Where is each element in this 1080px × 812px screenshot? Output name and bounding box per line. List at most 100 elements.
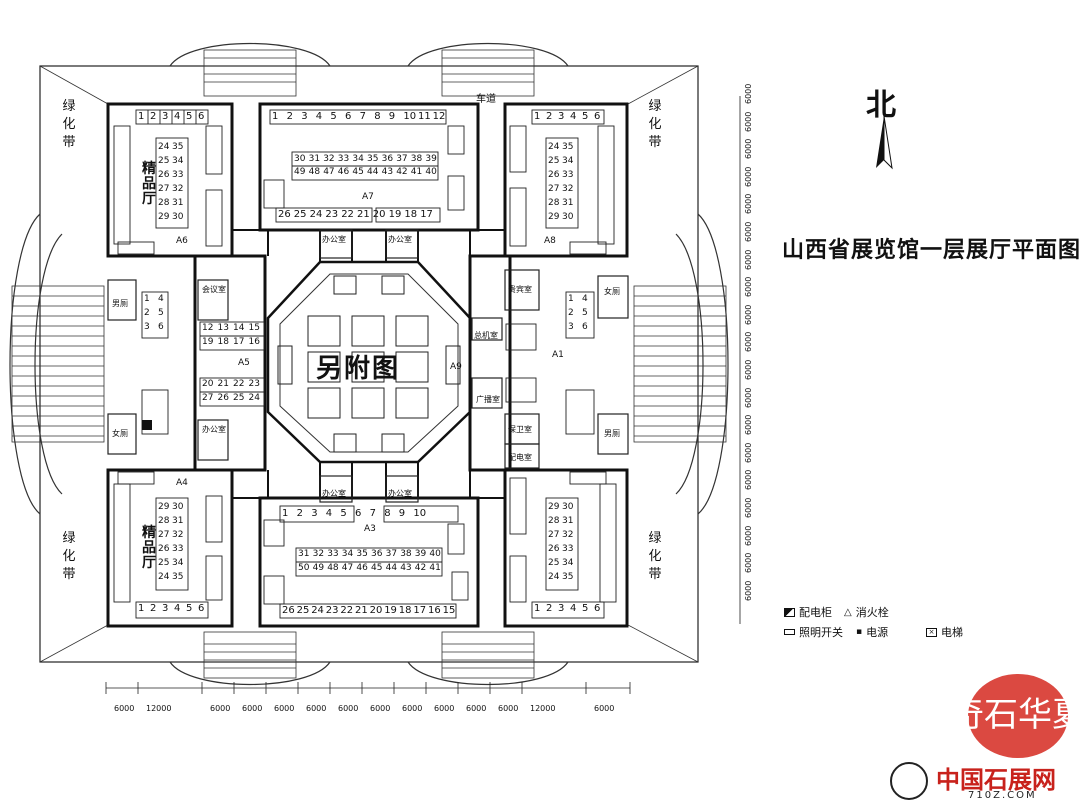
booth-number: 8	[384, 508, 391, 519]
booth-number: 43	[381, 167, 394, 177]
booth-number: 34	[562, 558, 574, 568]
booth-number: 28	[548, 516, 560, 526]
booth-number: 33	[562, 544, 574, 554]
booth-number: 3	[558, 603, 565, 614]
booth-number: 2	[150, 603, 157, 614]
booth-number: 10	[413, 508, 427, 519]
booth-number: 5	[186, 603, 193, 614]
booth-number: 31	[172, 516, 184, 526]
booth-number: 2	[546, 603, 553, 614]
booth-number: 26	[282, 605, 295, 616]
booth-number: 16	[428, 605, 441, 616]
booth-number: 2	[144, 308, 150, 318]
booth-number: 32	[323, 154, 335, 164]
booth-number: 35	[562, 572, 574, 582]
booth-number: 14	[233, 323, 245, 333]
booth-number: 4	[158, 294, 164, 304]
boutique-hall-a4: 精品厅	[142, 525, 156, 571]
booth-number: 27	[548, 184, 560, 194]
dimension-label: 6000	[338, 704, 359, 713]
booth-number: 21	[357, 209, 370, 220]
hall-a3	[258, 496, 480, 628]
dimension-label: 6000	[114, 704, 135, 713]
hall-label-a4: A4	[176, 478, 188, 488]
booth-number: 30	[562, 502, 574, 512]
dimension-label: 6000	[210, 704, 231, 713]
elevator-icon: ×	[926, 627, 937, 637]
legend-switch: 照明开关	[784, 624, 843, 640]
booth-number: 1	[534, 603, 541, 614]
dimension-label: 6000	[744, 525, 753, 546]
booth-number: 12	[432, 111, 446, 122]
booth-number: 8	[374, 111, 381, 122]
male-wc-e: 男厕	[604, 429, 620, 438]
booth-number: 34	[341, 549, 354, 559]
booth-number: 21	[355, 605, 368, 616]
booth-number: 4	[315, 111, 323, 122]
booth-number: 50	[298, 563, 310, 573]
booth-number: 48	[327, 563, 339, 573]
booth-number: 19	[202, 337, 214, 347]
booth-number: 35	[367, 154, 379, 164]
hall-a1	[503, 468, 629, 628]
booth-number: 4	[174, 111, 181, 122]
booth-number: 34	[562, 156, 574, 166]
hall-a7	[258, 102, 480, 232]
booth-number: 6	[582, 322, 588, 332]
booth-number: 22	[233, 379, 245, 389]
dimension-label: 6000	[744, 332, 753, 353]
booth-number: 6	[198, 111, 205, 122]
booth-number: 29	[548, 502, 560, 512]
north-label: 北	[866, 88, 896, 123]
watermark-url: 710Z.COM	[968, 790, 1037, 801]
hall-label-a3: A3	[364, 524, 376, 534]
booth-number: 1	[534, 111, 541, 122]
fire-hydrant-icon: △	[844, 606, 852, 618]
booth-number: 5	[330, 111, 337, 122]
booth-number: 26	[548, 544, 560, 554]
dimension-label: 6000	[744, 83, 753, 104]
booth-number: 29	[158, 212, 170, 222]
booth-number: 24	[158, 572, 170, 582]
green-belt-se: 绿化带	[648, 531, 662, 582]
booth-number: 18	[217, 337, 229, 347]
dimension-label: 6000	[744, 442, 753, 463]
booth-number: 37	[396, 154, 408, 164]
booth-number: 9	[398, 508, 406, 519]
booth-number: 25	[293, 209, 307, 220]
booth-number: 6	[158, 322, 164, 332]
booth-number: 1	[272, 111, 279, 122]
booth-number: 32	[562, 184, 574, 194]
dimension-label: 6000	[466, 704, 487, 713]
hall-a6	[106, 102, 234, 258]
booth-number: 26	[278, 209, 291, 220]
east-stair	[633, 213, 729, 515]
booth-number: 34	[352, 154, 364, 164]
dimension-label: 6000	[744, 387, 753, 408]
dimension-label: 6000	[744, 414, 753, 436]
booth-number: 3	[568, 322, 574, 332]
booth-number: 24	[309, 209, 323, 220]
booth-number: 42	[396, 167, 408, 177]
legend-label: 电梯	[941, 626, 963, 639]
booth-number: 33	[172, 170, 184, 180]
booth-number: 44	[367, 167, 379, 177]
booth-number: 1	[138, 603, 145, 614]
booth-number: 17	[413, 605, 427, 616]
map-title: 山西省展览馆一层展厅平面图	[782, 238, 1080, 263]
hall-a4	[106, 468, 234, 628]
hall-label-a9: A9	[450, 362, 462, 372]
booth-number: 6	[345, 111, 352, 122]
booth-number: 5	[186, 111, 193, 122]
booth-number: 26	[548, 170, 560, 180]
booth-number: 36	[381, 154, 394, 164]
booth-number: 24	[548, 572, 560, 582]
tech-room: 总机室	[474, 331, 498, 340]
booth-number: 23	[325, 209, 339, 220]
booth-number: 11	[418, 111, 431, 122]
booth-number: 30	[562, 212, 574, 222]
booth-number: 35	[172, 142, 184, 152]
dimension-label: 6000	[242, 704, 263, 713]
booth-number: 3	[311, 508, 318, 519]
